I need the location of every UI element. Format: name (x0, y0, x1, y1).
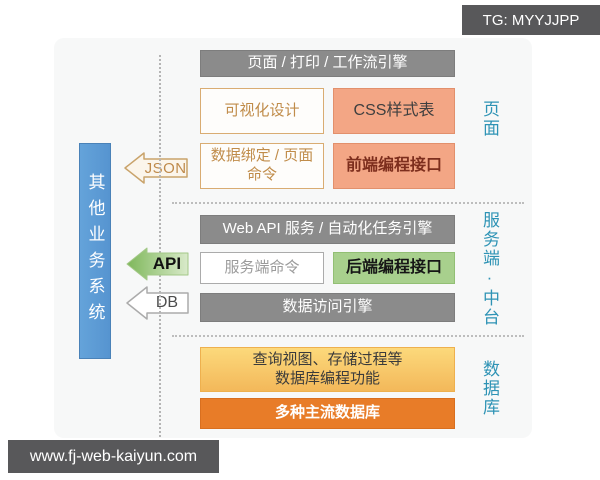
section-label-database: 数据库 (480, 360, 499, 417)
left-arrow-icon (126, 247, 189, 281)
api-arrow: API (126, 247, 189, 281)
backend-programming-interface-box: 后端编程接口 (333, 252, 455, 284)
data-binding-page-commands-box: 数据绑定 / 页面命令 (200, 143, 324, 189)
other-systems-label: 其他业务系统 (85, 173, 105, 329)
db-arrow: DB (126, 285, 189, 321)
database-programming-box: 查询视图、存储过程等 数据库编程功能 (200, 347, 455, 392)
json-arrow: JSON (124, 152, 188, 184)
visual-design-box: 可视化设计 (200, 88, 324, 134)
json-arrow-label: JSON (144, 159, 187, 177)
website-watermark-badge: www.fj-web-kaiyun.com (8, 440, 219, 473)
db-arrow-label: DB (155, 294, 179, 311)
section-label-server-middleplatform: 服务端·中台 (480, 211, 499, 327)
vertical-dotted-divider (159, 55, 161, 437)
page-server-dotted-divider (172, 202, 524, 204)
database-programming-line2: 数据库编程功能 (274, 369, 380, 387)
other-systems-bar: 其他业务系统 (79, 143, 111, 359)
left-arrow-icon (124, 152, 188, 184)
frontend-programming-interface-box: 前端编程接口 (333, 143, 455, 189)
left-arrow-icon (126, 286, 189, 320)
api-arrow-label: API (152, 254, 182, 273)
server-commands-box: 服务端命令 (200, 252, 324, 284)
server-database-dotted-divider (172, 335, 524, 337)
webapi-automation-engine-box: Web API 服务 / 自动化任务引擎 (200, 215, 455, 244)
telegram-watermark-badge: TG: MYYJJPP (462, 5, 600, 35)
page-print-workflow-engine-box: 页面 / 打印 / 工作流引擎 (200, 50, 455, 77)
mainstream-databases-box: 多种主流数据库 (200, 398, 455, 429)
css-stylesheet-box: CSS样式表 (333, 88, 455, 134)
database-programming-line1: 查询视图、存储过程等 (252, 350, 403, 368)
data-access-engine-box: 数据访问引擎 (200, 293, 455, 322)
section-label-page: 页面 (480, 100, 499, 138)
